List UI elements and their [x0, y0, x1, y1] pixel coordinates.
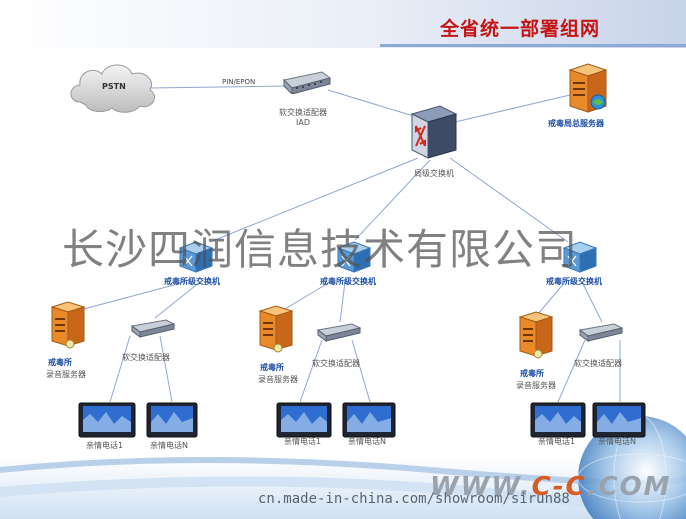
branch-switch-label: 戒毒所级交换机 [164, 277, 220, 286]
recording-server-label: 戒毒所 [48, 358, 72, 367]
link-core-branch-right [449, 157, 569, 243]
branch-switch-icon [178, 241, 214, 273]
phone-terminal-icon [530, 402, 586, 438]
branch-iad-label: 软交换适配器 [312, 359, 360, 368]
phone-n-label: 亲情电话N [598, 437, 636, 446]
link-iad2-phone1 [299, 339, 323, 403]
link-core-branch-left [209, 157, 419, 243]
phone-terminal-icon [276, 402, 332, 438]
company-watermark: 长沙四润信息技术有限公司 [62, 225, 579, 274]
branch-iad-label: 软交换适配器 [574, 359, 622, 368]
phone-terminal-icon [146, 402, 198, 438]
link-branch2-server [279, 281, 331, 313]
recording-server-label: 戒毒所 [260, 363, 284, 372]
link-core-branch-mid [354, 159, 431, 241]
link-iad1-phone1 [109, 335, 131, 403]
recording-server-icon [258, 305, 294, 353]
link-branch2-iad [339, 281, 346, 323]
main-server-label: 戒毒局总服务器 [548, 119, 604, 128]
iad-device-icon [282, 71, 332, 94]
link-pin-epon-label: PIN/EPON [222, 78, 256, 86]
branch-switch-icon [562, 241, 598, 273]
recording-server-sublabel: 录音服务器 [46, 370, 86, 379]
phone-1-label: 亲情电话1 [538, 437, 576, 446]
phone-terminal-icon [342, 402, 396, 438]
main-server-icon [568, 63, 608, 113]
page-title: 全省统一部署组网 [440, 18, 601, 40]
phone-terminal-icon [592, 402, 646, 438]
link-branch3-iad [581, 281, 603, 323]
phone-1-label: 亲情电话1 [86, 441, 124, 450]
phone-1-label: 亲情电话1 [284, 437, 322, 446]
link-pstn-iad [149, 85, 286, 89]
recording-server-label: 戒毒所 [520, 369, 544, 378]
phone-terminal-icon [78, 402, 136, 438]
core-switch-label: 局级交换机 [414, 169, 454, 178]
iad-label: 软交换适配器 [279, 108, 327, 117]
branch-switch-label: 戒毒所级交换机 [320, 277, 376, 286]
logo-suffix: .COM [586, 472, 672, 502]
header-band [0, 0, 686, 48]
iad-sublabel: IAD [296, 118, 310, 127]
site-url-watermark: cn.made-in-china.com/showroom/sirun88 [258, 491, 570, 507]
branch-iad-label: 软交换适配器 [122, 353, 170, 362]
link-iad-core [327, 89, 421, 119]
link-iad2-phoneN [351, 339, 371, 403]
pstn-label: PSTN [102, 82, 126, 91]
site-logo-watermark: WWW.C-C.COM [430, 472, 672, 502]
iad-device-icon [130, 319, 176, 338]
link-branch1-iad [154, 281, 201, 319]
globe-graphic [578, 416, 686, 519]
link-branch1-server [79, 281, 186, 311]
link-iad3-phone1 [557, 339, 586, 403]
pstn-cloud-icon [70, 64, 155, 113]
phone-n-label: 亲情电话N [150, 441, 188, 450]
branch-switch-icon [336, 241, 372, 273]
logo-prefix: WWW. [430, 472, 532, 502]
iad-device-icon [578, 323, 624, 342]
recording-server-icon [50, 301, 86, 349]
logo-cc: C-C [531, 472, 587, 502]
recording-server-sublabel: 录音服务器 [516, 381, 556, 390]
phone-n-label: 亲情电话N [348, 437, 386, 446]
link-iad1-phoneN [159, 335, 173, 403]
link-core-server [454, 94, 571, 123]
recording-server-sublabel: 录音服务器 [258, 375, 298, 384]
iad-device-icon [316, 323, 362, 342]
core-switch-icon [410, 105, 458, 159]
branch-switch-label: 戒毒所级交换机 [546, 277, 602, 286]
recording-server-icon [518, 311, 554, 359]
link-branch3-server [537, 281, 566, 315]
header-rule [380, 44, 686, 47]
